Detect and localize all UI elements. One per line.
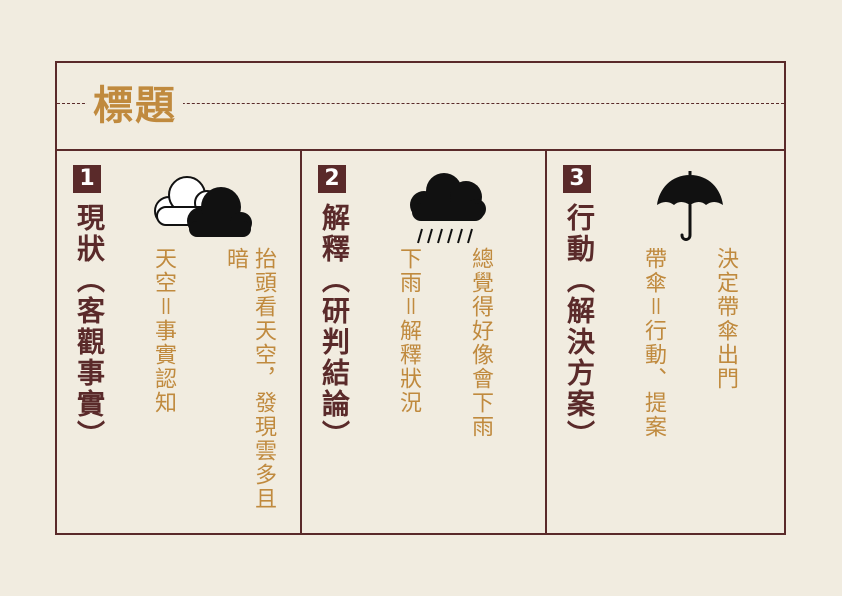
step-number: 2 bbox=[318, 165, 346, 193]
rain-cloud-icon bbox=[410, 173, 486, 244]
column-heading: 現狀（客觀事實） bbox=[73, 203, 106, 451]
column-subtext-1: 天空＝事實認知 bbox=[151, 247, 176, 415]
column-heading: 解釋（研判結論） bbox=[318, 203, 351, 451]
column-subtext-2: 抬頭看天空，發現雲多且暗 bbox=[223, 247, 276, 511]
column-subtext-1: 下雨＝解釋狀況 bbox=[396, 247, 421, 415]
header: 標題 bbox=[57, 63, 784, 151]
column-subtext-2: 總覺得好像會下雨 bbox=[468, 247, 493, 439]
step-number: 3 bbox=[563, 165, 591, 193]
dashed-line bbox=[57, 103, 784, 104]
diagram-frame: 標題 1 現狀（客觀事實） 天空＝事實認知 抬頭看天空，發現雲多且暗 2 解釋（… bbox=[55, 61, 786, 535]
column-heading: 行動（解決方案） bbox=[563, 203, 596, 451]
column-subtext-2: 決定帶傘出門 bbox=[713, 247, 738, 391]
cloud-icon bbox=[154, 176, 252, 237]
step-number: 1 bbox=[73, 165, 101, 193]
umbrella-icon bbox=[657, 171, 723, 241]
column-subtext-1: 帶傘＝行動、提案 bbox=[641, 247, 666, 439]
page-title: 標題 bbox=[87, 81, 183, 131]
column-action: 3 行動（解決方案） 帶傘＝行動、提案 決定帶傘出門 bbox=[545, 151, 786, 533]
column-fact: 1 現狀（客觀事實） 天空＝事實認知 抬頭看天空，發現雲多且暗 bbox=[57, 151, 300, 533]
column-interpretation: 2 解釋（研判結論） 下雨＝解釋狀況 總覺得好像會下雨 bbox=[300, 151, 547, 533]
